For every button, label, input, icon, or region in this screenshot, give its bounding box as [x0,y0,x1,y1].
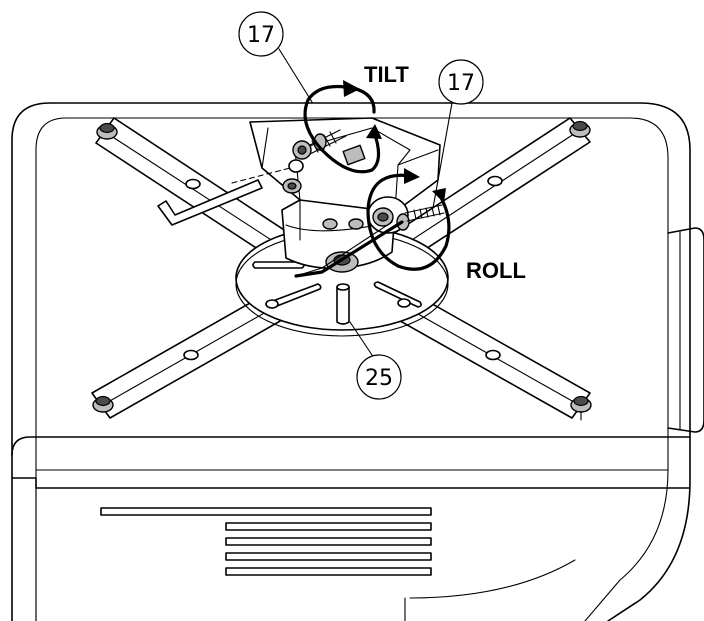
tilt-screw-assembly [288,129,347,173]
roll-label: ROLL [466,258,526,283]
side-lens-housing [667,227,704,433]
callout-number: 25 [365,366,393,391]
callout-17-tilt: 17 [238,11,313,103]
projector-body [11,102,691,621]
hex-key-base [294,220,404,278]
base-pin [336,283,350,325]
arm-foot-se [570,395,592,421]
tilt-rotation-arrow [303,80,382,174]
loose-hex-key [157,167,291,226]
arm-foot-sw [92,395,114,413]
callout-25: 25 [349,321,402,400]
callout-number: 17 [447,71,475,96]
arm-foot-nw [96,122,118,140]
callout-number: 17 [247,23,275,48]
tilt-label: TILT [364,62,409,87]
callout-17-roll: 17 [432,59,484,209]
arm-foot-ne [569,120,591,138]
vent-slots [100,507,432,576]
